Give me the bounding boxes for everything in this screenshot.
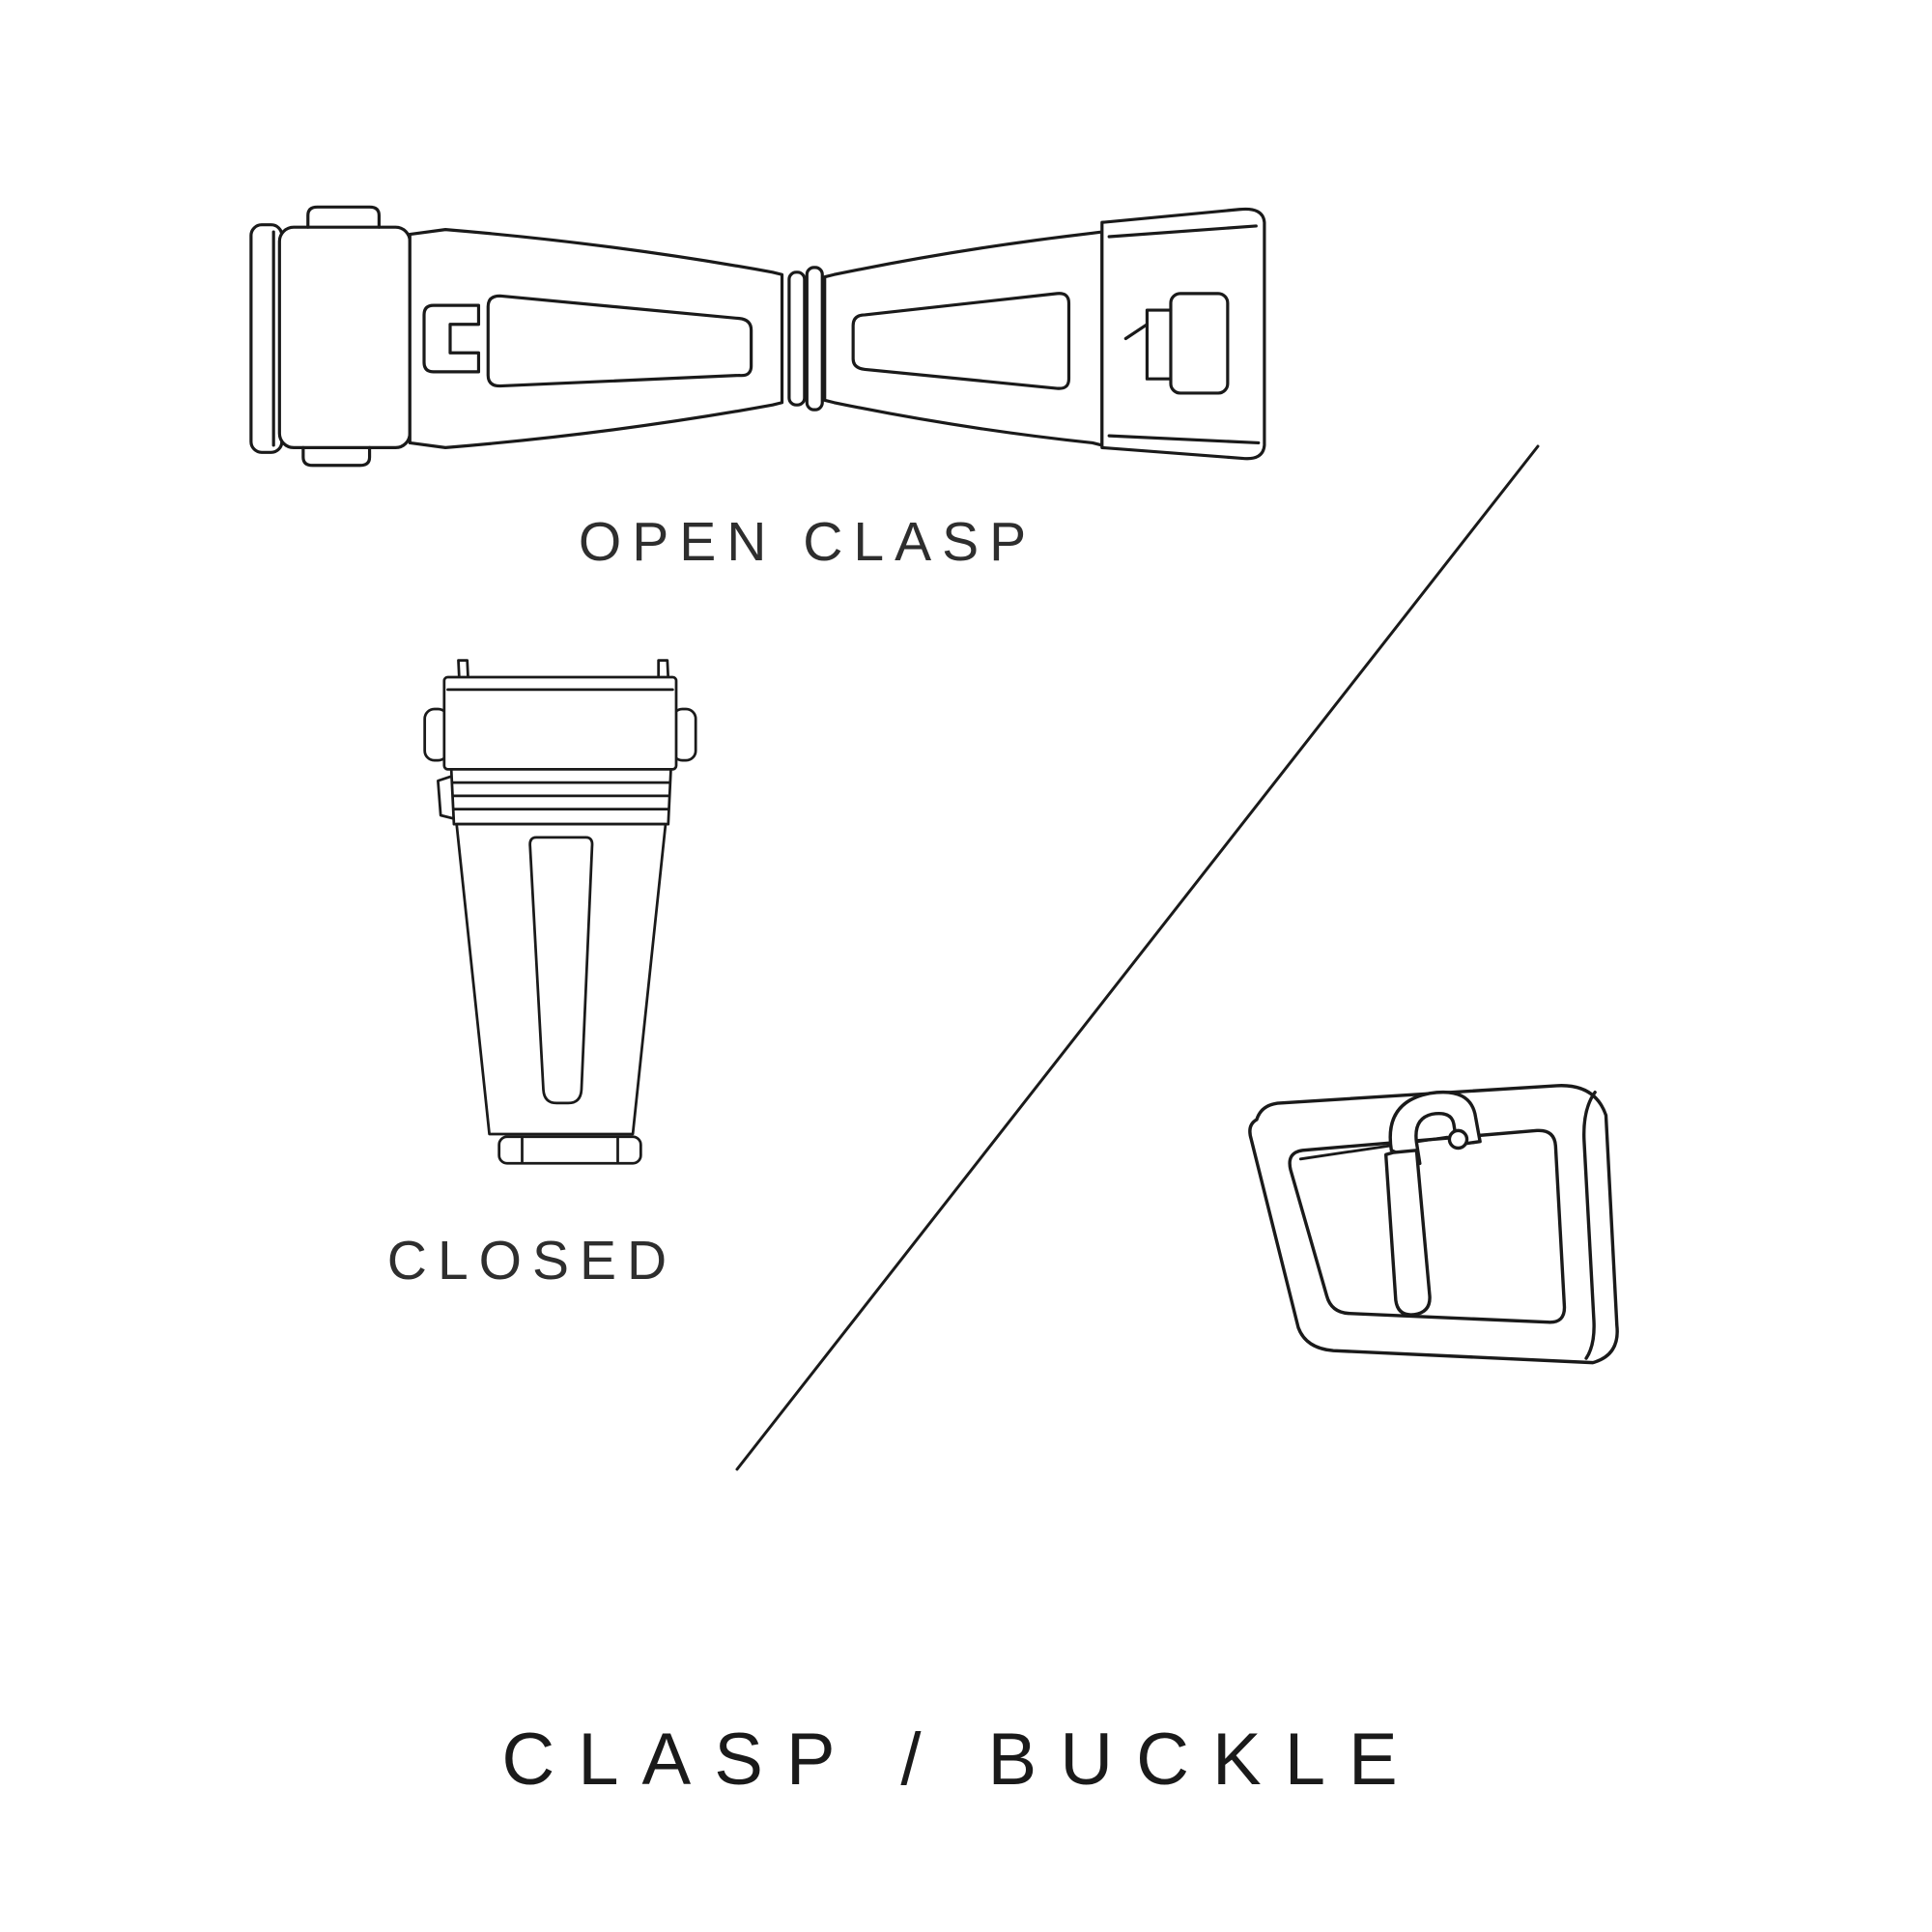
page-title: CLASP / BUCKLE	[501, 1719, 1421, 1801]
open-clasp-illustration	[249, 205, 1266, 468]
open-clasp-label: OPEN CLASP	[578, 511, 1037, 573]
tang-buckle-illustration	[1248, 1084, 1619, 1365]
closed-clasp-label: CLOSED	[386, 1230, 678, 1292]
closed-clasp-illustration	[423, 659, 697, 1165]
